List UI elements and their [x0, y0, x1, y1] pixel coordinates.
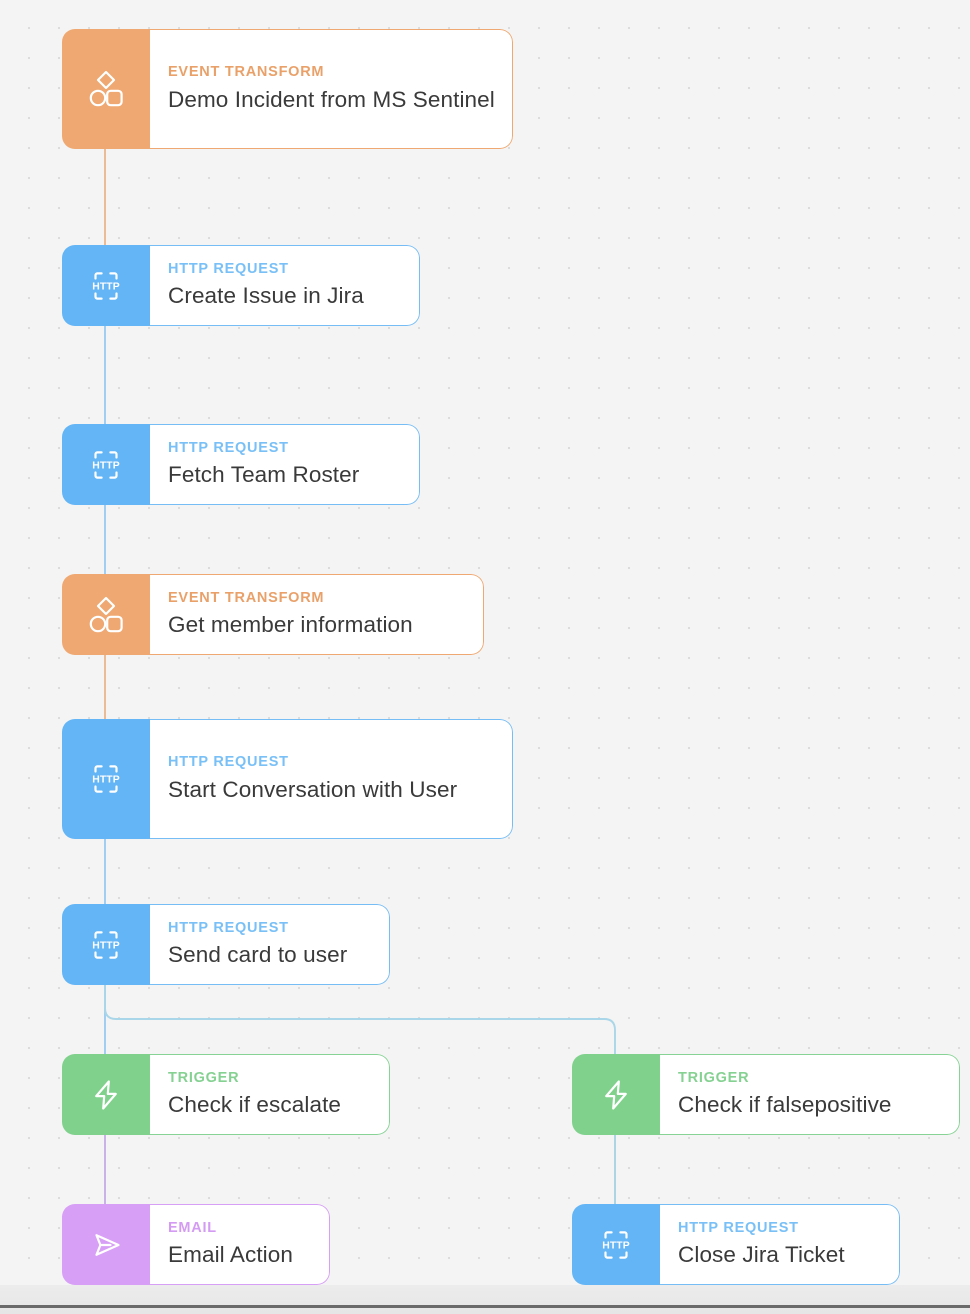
- node-body: HTTP REQUEST Start Conversation with User: [150, 719, 513, 839]
- workflow-node-get-member-information[interactable]: EVENT TRANSFORM Get member information: [62, 574, 484, 655]
- bottom-divider: [0, 1305, 970, 1308]
- svg-text:HTTP: HTTP: [602, 1240, 630, 1251]
- node-body: HTTP REQUEST Create Issue in Jira: [150, 245, 420, 326]
- node-title: Close Jira Ticket: [678, 1242, 845, 1268]
- workflow-node-create-issue-jira[interactable]: HTTP HTTP REQUEST Create Issue in Jira: [62, 245, 420, 326]
- bolt-icon: [572, 1054, 660, 1135]
- http-icon: HTTP: [572, 1204, 660, 1285]
- node-kind-label: EMAIL: [168, 1219, 217, 1236]
- node-body: TRIGGER Check if falsepositive: [660, 1054, 960, 1135]
- workflow-node-check-if-falsepositive[interactable]: TRIGGER Check if falsepositive: [572, 1054, 960, 1135]
- node-title: Start Conversation with User: [168, 776, 458, 802]
- node-body: EVENT TRANSFORM Get member information: [150, 574, 484, 655]
- node-kind-label: HTTP REQUEST: [678, 1219, 799, 1236]
- shapes-icon: [62, 574, 150, 655]
- node-body: HTTP REQUEST Send card to user: [150, 904, 390, 985]
- node-title: Check if escalate: [168, 1092, 342, 1118]
- node-body: HTTP REQUEST Fetch Team Roster: [150, 424, 420, 505]
- node-title: Fetch Team Roster: [168, 462, 360, 488]
- shapes-icon: [62, 29, 150, 149]
- workflow-node-start-conversation[interactable]: HTTP HTTP REQUEST Start Conversation with …: [62, 719, 513, 839]
- workflow-node-email-action[interactable]: EMAIL Email Action: [62, 1204, 330, 1285]
- node-kind-label: HTTP REQUEST: [168, 919, 289, 936]
- http-icon: HTTP: [62, 719, 150, 839]
- node-title: Check if falsepositive: [678, 1092, 892, 1118]
- edge-send-card-to-user-to-check-if-falsepositive: [104, 984, 616, 1055]
- http-icon: HTTP: [62, 904, 150, 985]
- node-body: HTTP REQUEST Close Jira Ticket: [660, 1204, 900, 1285]
- node-kind-label: EVENT TRANSFORM: [168, 64, 325, 81]
- http-icon: HTTP: [62, 424, 150, 505]
- node-title: Send card to user: [168, 942, 348, 968]
- workflow-node-demo-incident[interactable]: EVENT TRANSFORM Demo Incident from MS Sen…: [62, 29, 513, 149]
- node-title: Get member information: [168, 612, 413, 638]
- http-icon: HTTP: [62, 245, 150, 326]
- node-kind-label: TRIGGER: [678, 1069, 750, 1086]
- node-kind-label: HTTP REQUEST: [168, 754, 289, 771]
- node-body: TRIGGER Check if escalate: [150, 1054, 390, 1135]
- svg-text:HTTP: HTTP: [92, 774, 120, 785]
- bottom-chrome-strip: [0, 1285, 970, 1314]
- node-title: Demo Incident from MS Sentinel: [168, 86, 495, 112]
- workflow-node-close-jira-ticket[interactable]: HTTP HTTP REQUEST Close Jira Ticket: [572, 1204, 900, 1285]
- svg-text:HTTP: HTTP: [92, 281, 120, 292]
- svg-text:HTTP: HTTP: [92, 460, 120, 471]
- node-kind-label: HTTP REQUEST: [168, 260, 289, 277]
- workflow-node-fetch-team-roster[interactable]: HTTP HTTP REQUEST Fetch Team Roster: [62, 424, 420, 505]
- svg-text:HTTP: HTTP: [92, 940, 120, 951]
- send-icon: [62, 1204, 150, 1285]
- node-kind-label: EVENT TRANSFORM: [168, 589, 325, 606]
- node-title: Create Issue in Jira: [168, 283, 364, 309]
- node-kind-label: HTTP REQUEST: [168, 439, 289, 456]
- workflow-node-send-card-to-user[interactable]: HTTP HTTP REQUEST Send card to user: [62, 904, 390, 985]
- node-body: EMAIL Email Action: [150, 1204, 330, 1285]
- bolt-icon: [62, 1054, 150, 1135]
- node-title: Email Action: [168, 1242, 294, 1268]
- node-body: EVENT TRANSFORM Demo Incident from MS Sen…: [150, 29, 513, 149]
- workflow-node-check-if-escalate[interactable]: TRIGGER Check if escalate: [62, 1054, 390, 1135]
- node-kind-label: TRIGGER: [168, 1069, 240, 1086]
